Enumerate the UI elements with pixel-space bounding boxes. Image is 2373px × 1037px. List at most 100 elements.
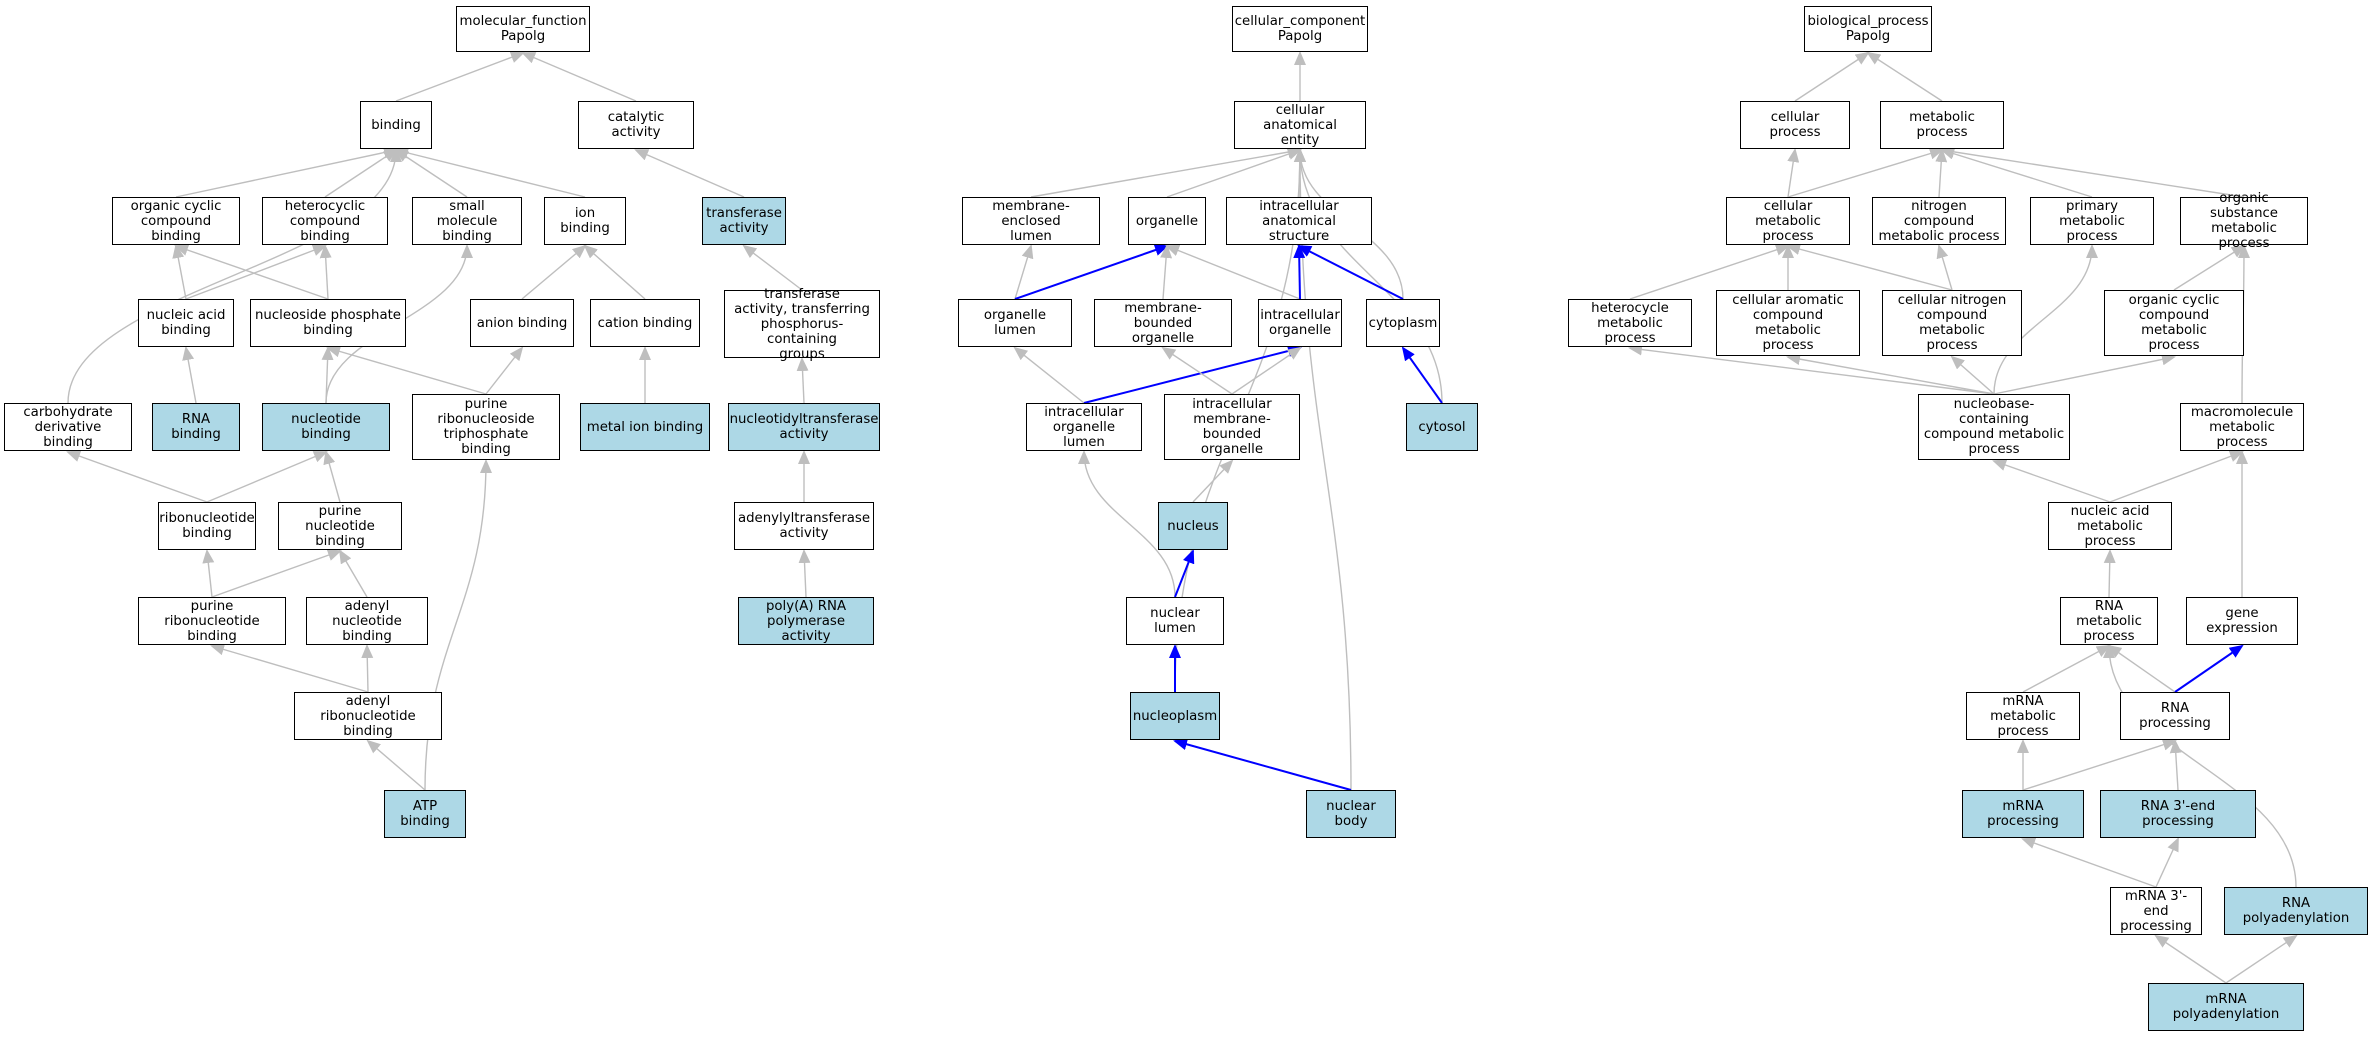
node-adenylyltransferase-activity[interactable]: adenylyltransferase activity xyxy=(734,502,874,550)
edge-rna_metab-to-nucleic_metab xyxy=(2103,549,2116,598)
node-rna-processing[interactable]: RNA processing xyxy=(2120,692,2230,740)
node-binding[interactable]: binding xyxy=(360,101,432,149)
node-cellular-aromatic-compound-metabolic-process[interactable]: cellular aromatic compound metabolic pro… xyxy=(1716,290,1860,356)
edge-transferase-to-catalytic xyxy=(634,149,745,198)
node-ion-binding[interactable]: ion binding xyxy=(544,197,626,245)
node-adenyl-nucleotide-binding[interactable]: adenyl nucleotide binding xyxy=(306,597,428,645)
edge-mem_lumen-to-cae xyxy=(1030,146,1302,198)
node-organelle[interactable]: organelle xyxy=(1128,197,1206,245)
node-membrane-bounded-organelle[interactable]: membrane-bounded organelle xyxy=(1094,299,1232,347)
edge-mrna_polya-to-mrna3end xyxy=(2154,934,2227,984)
node-transferase-activity[interactable]: transferase activity xyxy=(702,197,786,245)
edge-org_sub_metab-to-metab_proc xyxy=(1940,145,2245,198)
node-nucleic-acid-metabolic-process[interactable]: nucleic acid metabolic process xyxy=(2048,502,2172,550)
edge-cell_nitro-to-nitro_metab xyxy=(1936,244,1953,291)
node-cellular-metabolic-process[interactable]: cellular metabolic process xyxy=(1726,197,1850,245)
node-rna-metabolic-process[interactable]: RNA metabolic process xyxy=(2060,597,2158,645)
edge-intra_org_lumen-to-intra_org xyxy=(1083,345,1302,404)
node-cellular-process[interactable]: cellular process xyxy=(1740,101,1850,149)
edge-adenyl_ribo-to-pur_ribonuc xyxy=(210,643,369,693)
edge-cell_metab-to-metab_proc xyxy=(1787,147,1944,198)
node-organic-substance-metabolic-process[interactable]: organic substance metabolic process xyxy=(2180,191,2308,251)
node-cellular-anatomical-entity[interactable]: cellular anatomical entity xyxy=(1234,101,1366,149)
node-nucleus[interactable]: nucleus xyxy=(1158,502,1228,550)
edge-cytosol-to-cytoplasm xyxy=(1401,346,1443,404)
node-intracellular-anatomical-structure[interactable]: intracellular anatomical structure xyxy=(1226,197,1372,245)
node-nucleic-acid-binding[interactable]: nucleic acid binding xyxy=(138,299,234,347)
edge-ribonucleotide-to-carb_deriv xyxy=(66,450,208,503)
node-cytosol[interactable]: cytosol xyxy=(1406,403,1478,451)
node-nucleoside-phosphate-binding[interactable]: nucleoside phosphate binding xyxy=(250,299,406,347)
node-nucleotidyltransferase-activity[interactable]: nucleotidyltransferase activity xyxy=(728,403,880,451)
node-small-molecule-binding[interactable]: small molecule binding xyxy=(412,197,522,245)
node-metabolic-process[interactable]: metabolic process xyxy=(1880,101,2004,149)
edge-org_lumen-to-organelle xyxy=(1014,244,1169,300)
node-organic-cyclic-compound-binding[interactable]: organic cyclic compound binding xyxy=(112,197,240,245)
node-cellular-component-root[interactable]: cellular_component Papolg xyxy=(1232,6,1368,52)
node-purine-ribonucleotide-binding[interactable]: purine ribonucleotide binding xyxy=(138,597,286,645)
node-mrna-3-end-processing[interactable]: mRNA 3'-end processing xyxy=(2110,887,2202,935)
edge-cell_nitro-to-cell_metab xyxy=(1786,243,1953,291)
edge-rna3end-to-rna_proc xyxy=(2169,739,2182,791)
node-rna-3-end-processing[interactable]: RNA 3'-end processing xyxy=(2100,790,2256,838)
node-intracellular-membrane-bounded-organelle[interactable]: intracellular membrane-bounded organelle xyxy=(1164,394,1300,460)
node-adenyl-ribonucleotide-binding[interactable]: adenyl ribonucleotide binding xyxy=(294,692,442,740)
node-anion-binding[interactable]: anion binding xyxy=(470,299,574,347)
edge-adenyl_nuc-to-pur_nuc xyxy=(338,549,368,598)
node-ribonucleotide-binding[interactable]: ribonucleotide binding xyxy=(158,502,256,550)
edge-intra_org_lumen-to-org_lumen xyxy=(1013,346,1085,404)
node-heterocyclic-compound-binding[interactable]: heterocyclic compound binding xyxy=(262,197,388,245)
node-nucleoplasm[interactable]: nucleoplasm xyxy=(1130,692,1220,740)
edge-hetero_bind-to-binding xyxy=(324,148,398,198)
node-organic-cyclic-compound-metabolic-process[interactable]: organic cyclic compound metabolic proces… xyxy=(2104,290,2244,356)
node-purine-nucleotide-binding[interactable]: purine nucleotide binding xyxy=(278,502,402,550)
node-heterocycle-metabolic-process[interactable]: heterocycle metabolic process xyxy=(1568,299,1692,347)
node-metal-ion-binding[interactable]: metal ion binding xyxy=(580,403,710,451)
node-atp-binding[interactable]: ATP binding xyxy=(384,790,466,838)
edge-nucleotidyl-to-transf_phos xyxy=(796,357,809,404)
node-membrane-enclosed-lumen[interactable]: membrane-enclosed lumen xyxy=(962,197,1100,245)
edge-rna_proc-to-gene_expr xyxy=(2174,644,2244,693)
node-nucleobase-containing-compound-metabolic-process[interactable]: nucleobase-containing compound metabolic… xyxy=(1918,394,2070,460)
node-cation-binding[interactable]: cation binding xyxy=(590,299,700,347)
node-biological-process-root[interactable]: biological_process Papolg xyxy=(1804,6,1932,52)
edge-catalytic-to-mf_root xyxy=(521,52,637,102)
node-polya-rna-polymerase-activity[interactable]: poly(A) RNA polymerase activity xyxy=(738,597,874,645)
edge-ion_bind-to-binding xyxy=(394,147,586,198)
node-nucleotide-binding[interactable]: nucleotide binding xyxy=(262,403,390,451)
node-purine-ribonucleoside-triphosphate-binding[interactable]: purine ribonucleoside triphosphate bindi… xyxy=(412,394,560,460)
node-catalytic-activity[interactable]: catalytic activity xyxy=(578,101,694,149)
edge-mrna3end-to-mrna_proc xyxy=(2021,837,2157,888)
node-gene-expression[interactable]: gene expression xyxy=(2186,597,2298,645)
edge-mrna_proc-to-rna_proc xyxy=(2022,738,2177,791)
edge-nuc_body-to-nucleoplasm xyxy=(1173,738,1352,791)
node-cytoplasm[interactable]: cytoplasm xyxy=(1366,299,1440,347)
node-rna-binding[interactable]: RNA binding xyxy=(152,403,240,451)
node-mrna-polyadenylation[interactable]: mRNA polyadenylation xyxy=(2148,983,2304,1031)
node-rna-polyadenylation[interactable]: RNA polyadenylation xyxy=(2224,887,2368,935)
node-mrna-metabolic-process[interactable]: mRNA metabolic process xyxy=(1966,692,2080,740)
edge-hetero_metab-to-cell_metab xyxy=(1629,244,1790,300)
edge-intra_org-to-intra_anat xyxy=(1293,244,1306,300)
node-nuclear-body[interactable]: nuclear body xyxy=(1306,790,1396,838)
node-intracellular-organelle-lumen[interactable]: intracellular organelle lumen xyxy=(1026,403,1142,451)
edge-adenyl_ribo-to-adenyl_nuc xyxy=(361,644,374,693)
node-molecular-function-root[interactable]: molecular_function Papolg xyxy=(456,6,590,52)
node-macromolecule-metabolic-process[interactable]: macromolecule metabolic process xyxy=(2180,403,2304,451)
node-nitrogen-compound-metabolic-process[interactable]: nitrogen compound metabolic process xyxy=(1872,197,2006,245)
node-intracellular-organelle[interactable]: intracellular organelle xyxy=(1258,299,1342,347)
edge-mrna3end-to-rna3end xyxy=(2155,837,2179,888)
node-carbohydrate-derivative-binding[interactable]: carbohydrate derivative binding xyxy=(4,403,132,451)
edge-pur_ribo_tp-to-nucleoside_p xyxy=(326,345,487,395)
node-nuclear-lumen[interactable]: nuclear lumen xyxy=(1126,597,1224,645)
node-primary-metabolic-process[interactable]: primary metabolic process xyxy=(2030,197,2154,245)
edge-ribonucleotide-to-nucleotide_b xyxy=(206,451,328,503)
node-cellular-nitrogen-compound-metabolic-process[interactable]: cellular nitrogen compound metabolic pro… xyxy=(1882,290,2022,356)
edge-pur_ribo_tp-to-anion xyxy=(485,346,524,395)
node-mrna-processing[interactable]: mRNA processing xyxy=(1962,790,2084,838)
edge-nucleobase-to-org_cyc_metab xyxy=(1993,353,2176,395)
edge-mrna_polya-to-rna_polya xyxy=(2225,934,2298,984)
node-transferase-phosphorus-groups[interactable]: transferase activity, transferring phosp… xyxy=(724,287,880,362)
node-organelle-lumen[interactable]: organelle lumen xyxy=(958,299,1072,347)
